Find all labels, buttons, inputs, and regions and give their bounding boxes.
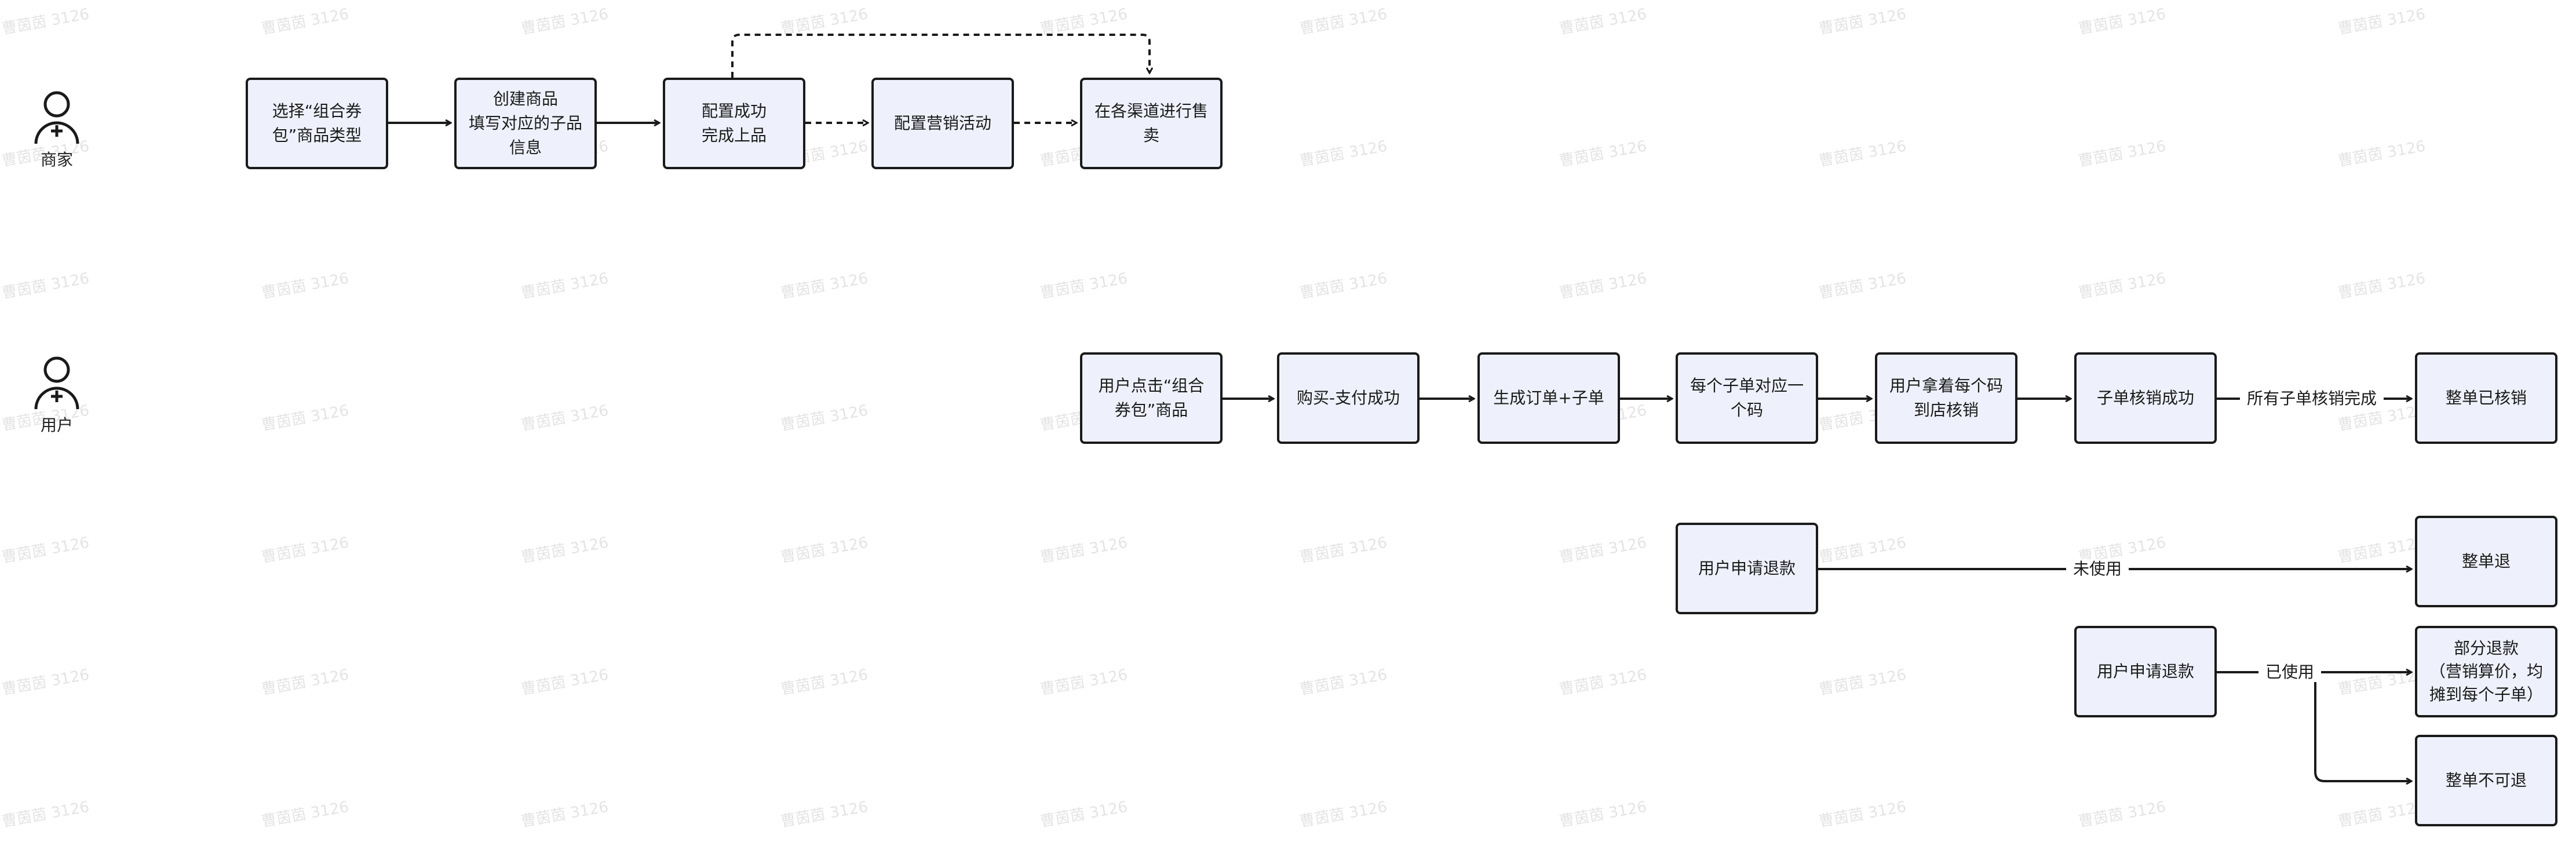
actor-user: 用户: [22, 353, 92, 436]
node-click-product: 用户点击“组合 券包”商品: [1080, 352, 1223, 444]
node-purchase: 购买-支付成功: [1277, 352, 1420, 444]
person-icon: [34, 356, 79, 410]
arrow-refund-used-no-refund: [2314, 672, 2411, 781]
edge-label-all-redeemed: 所有子单核销完成: [2240, 389, 2384, 409]
node-refund-apply-used: 用户申请退款: [2074, 626, 2217, 717]
node-create-product: 创建商品 填写对应的子品 信息: [454, 78, 597, 169]
node-code-per-sub: 每个子单对应一 个码: [1676, 352, 1818, 444]
actor-label: 商家: [40, 150, 73, 169]
node-no-refund: 整单不可退: [2415, 735, 2557, 826]
node-redeem-in-store: 用户拿着每个码 到店核销: [1875, 352, 2017, 444]
person-icon: [34, 91, 79, 144]
node-sell-channels: 在各渠道进行售 卖: [1080, 78, 1223, 169]
node-partial-refund: 部分退款 （营销算价，均 摊到每个子单）: [2415, 626, 2557, 717]
edge-label-unused: 未使用: [2066, 559, 2129, 579]
arrow-config-to-sell-bypass: [731, 34, 1150, 78]
actor-label: 用户: [40, 415, 73, 435]
node-order-redeemed: 整单已核销: [2415, 352, 2557, 444]
node-generate-order: 生成订单+子单: [1477, 352, 1620, 444]
edge-label-used: 已使用: [2258, 662, 2322, 682]
node-marketing: 配置营销活动: [871, 78, 1014, 169]
node-config-success: 配置成功 完成上品: [663, 78, 805, 169]
actor-merchant: 商家: [22, 88, 92, 170]
node-sub-redeemed: 子单核销成功: [2074, 352, 2217, 444]
node-select-type: 选择“组合券 包”商品类型: [246, 78, 388, 169]
node-refund-apply-unused: 用户申请退款: [1676, 523, 1818, 614]
node-full-refund: 整单退: [2415, 516, 2557, 607]
